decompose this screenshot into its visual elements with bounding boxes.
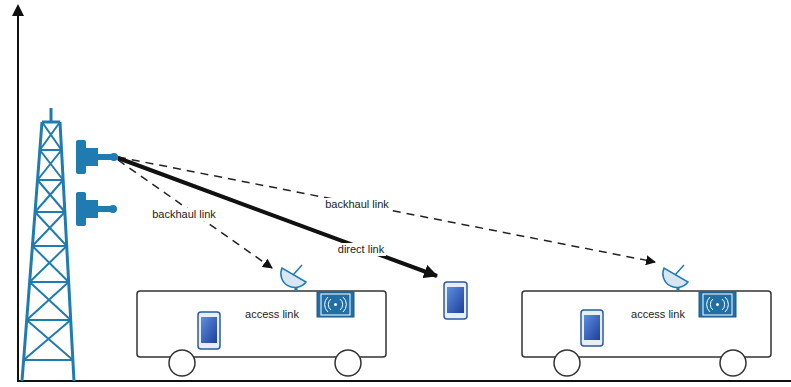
phone <box>198 312 220 349</box>
tower-antennas <box>76 140 118 226</box>
cell-tower <box>22 108 74 381</box>
access-point <box>317 292 354 317</box>
phone <box>581 310 603 346</box>
link-label: access link <box>629 308 687 321</box>
link-label: backhaul link <box>323 198 391 211</box>
satellite-dish <box>281 265 306 291</box>
link-label: direct link <box>336 243 386 256</box>
phone <box>444 282 467 319</box>
access-point <box>699 292 736 317</box>
link-label: backhaul link <box>150 208 218 221</box>
satellite-dish <box>663 265 688 291</box>
axes <box>12 4 791 381</box>
link-label: access link <box>243 308 301 321</box>
